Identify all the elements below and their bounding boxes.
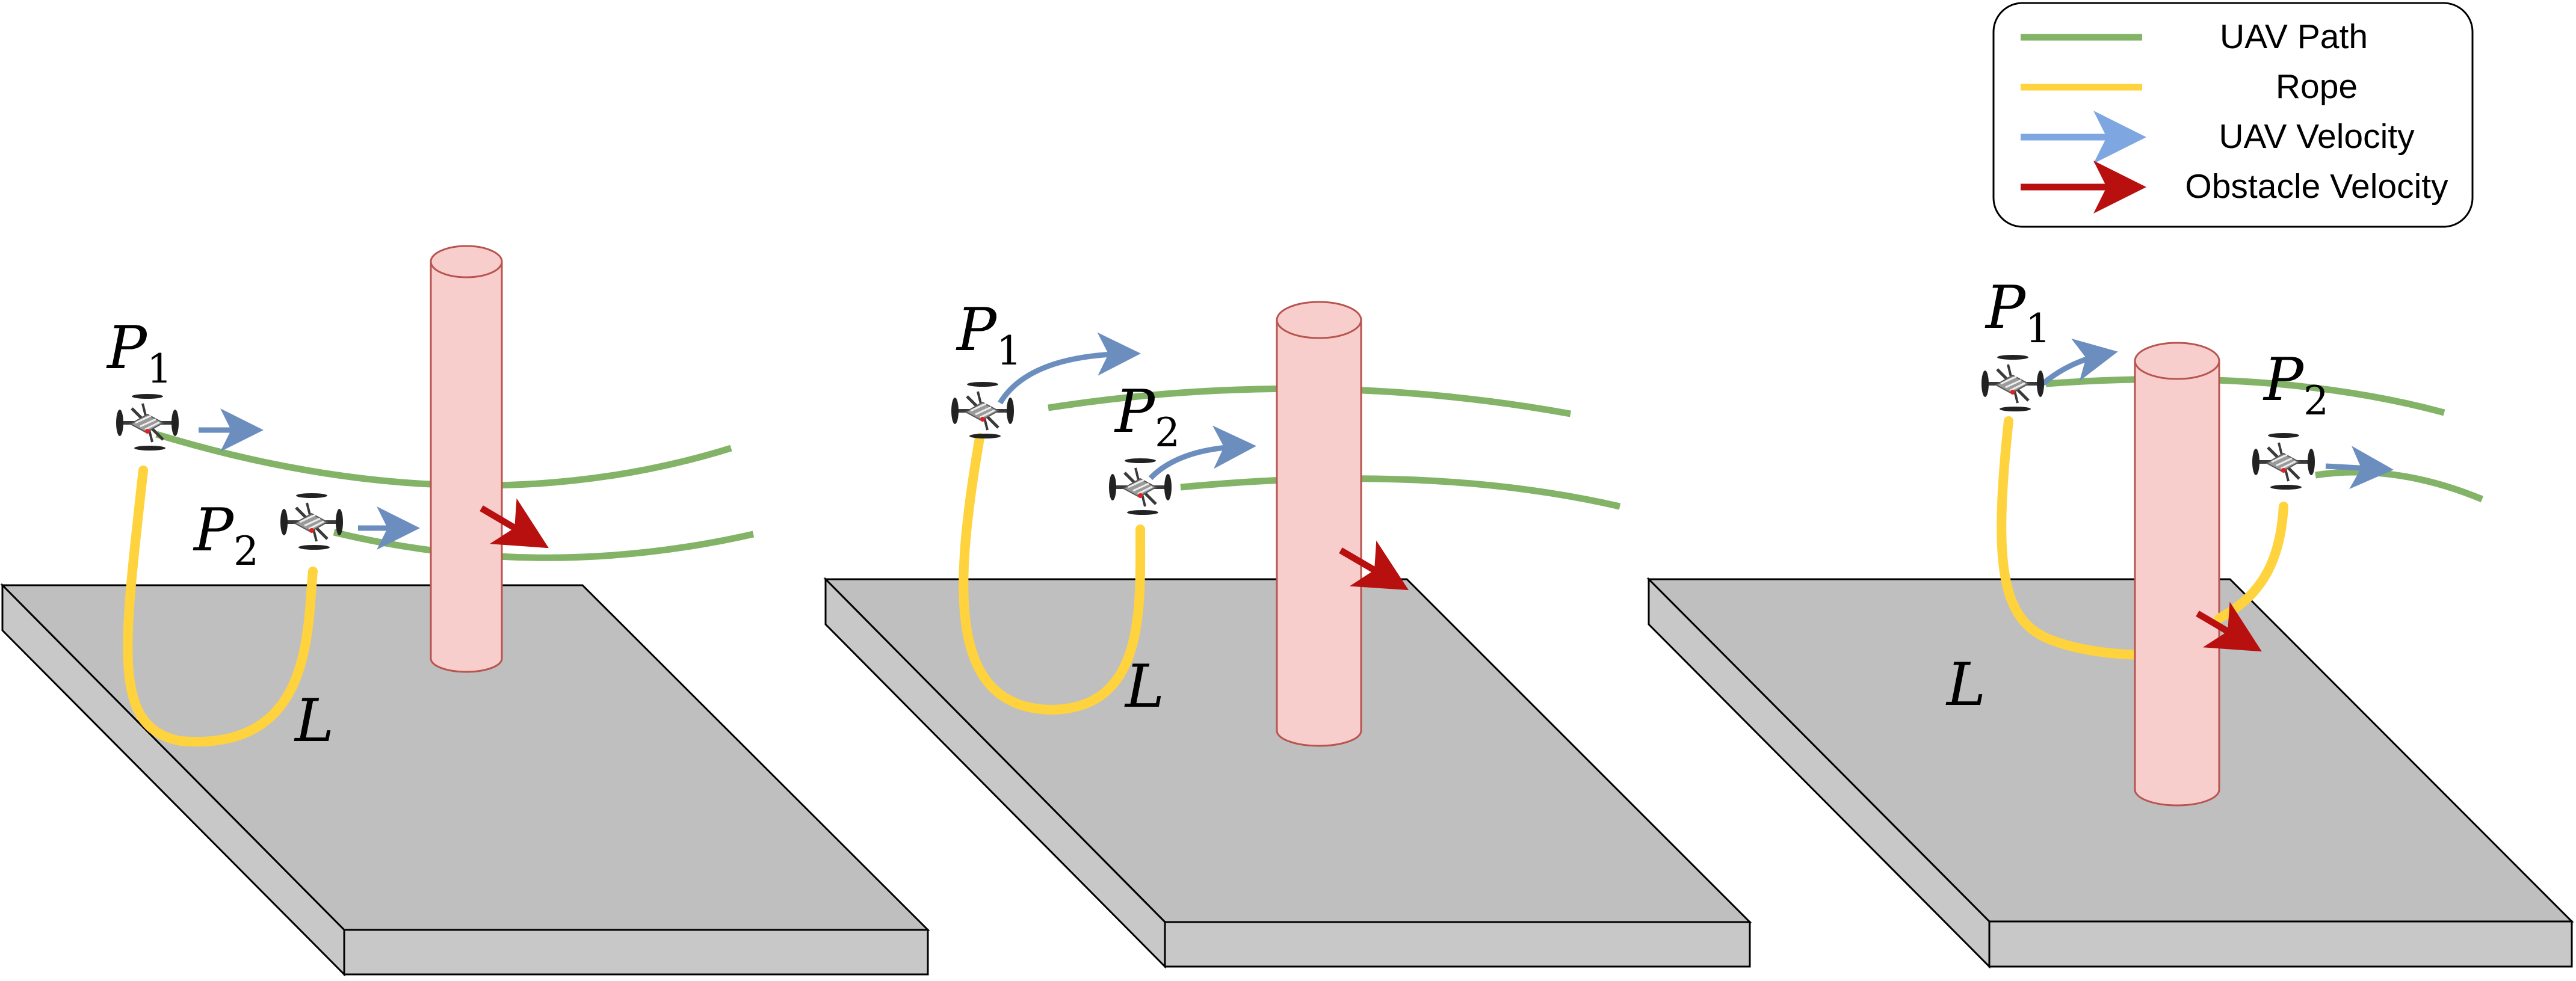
legend-label-uav-velocity: UAV Velocity (2219, 117, 2415, 156)
label-rope-length: L (294, 687, 334, 755)
platform-1-side (1, 583, 345, 977)
uav-path-1b (333, 529, 755, 561)
label-p1: P1 (1985, 274, 2051, 352)
obstacle-1-top (430, 245, 503, 278)
label-rope-length: L (1945, 651, 1986, 719)
uav-velocity-2b (1148, 425, 1256, 481)
rope-1 (123, 466, 318, 747)
obstacle-1 (430, 260, 503, 673)
quadrotor-uav-icon (280, 493, 343, 550)
uav-velocity-2a (998, 332, 1141, 405)
label-rope-length: L (1124, 653, 1164, 721)
obstacle-2-top (1276, 301, 1362, 339)
quadrotor-uav-icon (2252, 433, 2315, 490)
platform-1-front (343, 929, 929, 976)
obstacle-velocity-1 (480, 498, 549, 549)
uav-velocity-3b (2325, 446, 2394, 490)
uav-path-2b (1180, 475, 1621, 510)
label-p2: P2 (1114, 378, 1180, 456)
panel-3: P1 P2 L (1646, 274, 2574, 969)
panel-2: P1 P2 L (823, 296, 1752, 969)
rope-3 (1997, 416, 2147, 660)
quadrotor-uav-icon (1981, 355, 2044, 411)
legend-label-rope: Rope (2276, 67, 2358, 106)
rope-2 (959, 433, 1146, 715)
platform-3-front (1988, 920, 2573, 968)
uav-path-3a (2045, 375, 2445, 416)
platform-2-front (1164, 921, 1751, 968)
uav-velocity-3a-arrow (2041, 338, 2118, 386)
obstacle-3 (2134, 360, 2220, 807)
obstacle-velocity-2 (1339, 540, 1409, 591)
uav-path-3b (2315, 469, 2484, 503)
panel-1: P1 P2 L (0, 245, 930, 977)
quadrotor-uav-icon (116, 394, 179, 451)
label-p2: P2 (193, 496, 259, 574)
obstacle-2 (1276, 319, 1362, 747)
label-p2: P2 (2262, 346, 2329, 424)
legend: UAV Path Rope UAV Velocity Obstacle Velo… (1992, 2, 2474, 228)
quadrotor-uav-icon (951, 382, 1014, 438)
platform-2-side (824, 577, 1166, 969)
label-p1: P1 (106, 314, 172, 392)
legend-label-obstacle-velocity: Obstacle Velocity (2185, 167, 2448, 206)
label-p1: P1 (956, 296, 1022, 374)
obstacle-3-top (2134, 342, 2220, 380)
platform-3-side (1648, 577, 1991, 969)
obstacle-velocity-3 (2196, 601, 2262, 652)
legend-label-uav-path: UAV Path (2220, 17, 2368, 56)
